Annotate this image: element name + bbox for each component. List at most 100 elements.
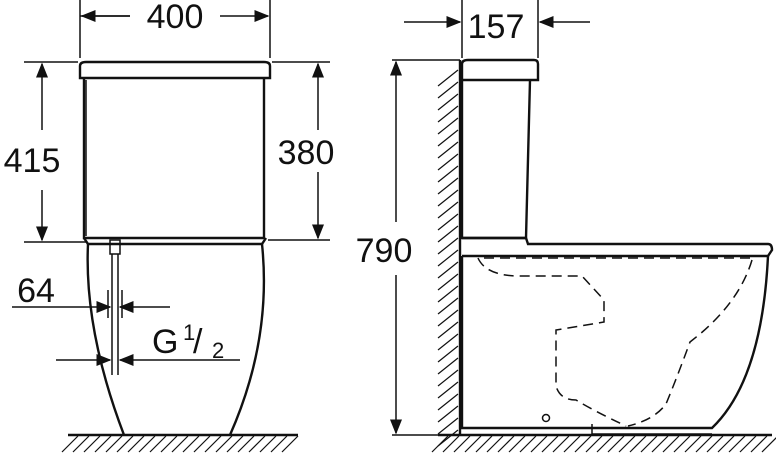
hatch-stroke: [607, 435, 625, 453]
hatch-stroke: [464, 435, 482, 453]
hatch-stroke: [431, 435, 449, 453]
hatch-stroke: [574, 435, 592, 453]
hatch-stroke: [437, 153, 459, 171]
cistern-body: [82, 78, 266, 240]
hatch-stroke: [204, 435, 222, 453]
hatch-stroke: [437, 273, 459, 291]
hatch-stroke: [437, 129, 459, 147]
hatch-stroke: [437, 141, 459, 159]
hatch-stroke: [437, 297, 459, 315]
dim-g-numerator: 1: [183, 320, 195, 345]
hatch-stroke: [182, 435, 200, 453]
hatch-stroke: [585, 435, 603, 453]
inlet-valve: [109, 239, 121, 255]
hatch-stroke: [237, 435, 255, 453]
hatch-stroke: [437, 321, 459, 339]
hatch-stroke: [437, 369, 459, 387]
hatch-stroke: [508, 435, 526, 453]
hatch-stroke: [248, 435, 266, 453]
hatch-stroke: [552, 435, 570, 453]
hatch-stroke: [437, 69, 459, 87]
hatch-stroke: [270, 435, 288, 453]
dim-400-label: 400: [147, 0, 204, 36]
dim-380-label: 380: [278, 134, 335, 172]
hatch-stroke: [618, 435, 636, 453]
hatch-stroke: [437, 309, 459, 327]
side-cistern-lid: [460, 58, 540, 82]
hatch-stroke: [437, 285, 459, 303]
hatch-stroke: [215, 435, 233, 453]
dim-415-label: 415: [4, 142, 61, 180]
hatch-stroke: [497, 435, 515, 453]
hatch-stroke: [259, 435, 277, 453]
hatch-stroke: [728, 435, 746, 453]
hatch-stroke: [193, 435, 211, 453]
hatch-stroke: [61, 435, 79, 453]
hatch-stroke: [437, 393, 459, 411]
hatch-stroke: [437, 261, 459, 279]
front-view: 400 415 380 64 G 1 / 2: [4, 0, 335, 453]
hatch-stroke: [437, 237, 459, 255]
side-bowl-back: [460, 256, 592, 430]
hatch-stroke: [105, 435, 123, 453]
hatch-stroke: [684, 435, 702, 453]
hatch-stroke: [761, 437, 776, 453]
hatch-stroke: [437, 189, 459, 207]
hatch-stroke: [541, 435, 559, 453]
hatch-stroke: [281, 435, 299, 453]
hatch-stroke: [750, 435, 768, 453]
hatch-stroke: [437, 105, 459, 123]
fixing-hole: [541, 413, 551, 423]
hatch-stroke: [673, 435, 691, 453]
hatch-stroke: [717, 435, 735, 453]
hatch-stroke: [437, 357, 459, 375]
hatch-stroke: [94, 435, 112, 453]
hatch-stroke: [437, 165, 459, 183]
hatch-stroke: [739, 435, 757, 453]
cistern-lid: [78, 60, 272, 80]
dim-g-prefix: G: [152, 323, 178, 361]
side-view: 157 790: [356, 0, 776, 453]
side-floor-hatch: [431, 435, 776, 453]
hatch-stroke: [640, 435, 658, 453]
hatch-stroke: [563, 435, 581, 453]
hatch-stroke: [530, 435, 548, 453]
trap-hidden-right: [627, 259, 753, 427]
hatch-stroke: [437, 249, 459, 267]
side-bowl-front: [592, 255, 770, 430]
seat-front: [83, 237, 267, 246]
hatch-stroke: [437, 201, 459, 219]
dim-64-label: 64: [17, 272, 55, 310]
hatch-stroke: [72, 435, 90, 453]
hatch-stroke: [437, 177, 459, 195]
hatch-stroke: [442, 435, 460, 453]
hatch-stroke: [116, 435, 134, 453]
hatch-stroke: [437, 81, 459, 99]
hatch-stroke: [171, 435, 189, 453]
hatch-stroke: [437, 117, 459, 135]
hatch-stroke: [437, 213, 459, 231]
hatch-stroke: [83, 435, 101, 453]
hatch-stroke: [596, 435, 614, 453]
hatch-stroke: [629, 435, 647, 453]
hatch-stroke: [695, 435, 713, 453]
hatch-stroke: [437, 333, 459, 351]
hatch-stroke: [706, 435, 724, 453]
trap-hidden-left: [477, 257, 627, 427]
side-foot: [591, 424, 712, 435]
hatch-stroke: [226, 435, 244, 453]
hatch-stroke: [138, 435, 156, 453]
hatch-stroke: [437, 93, 459, 111]
hatch-stroke: [662, 435, 680, 453]
pan-right: [228, 243, 266, 436]
dim-g-slash: /: [193, 323, 203, 361]
pan-left: [86, 243, 126, 436]
hatch-stroke: [127, 435, 145, 453]
hatch-stroke: [475, 435, 493, 453]
dim-g-denominator: 2: [212, 338, 224, 363]
hatch-stroke: [149, 435, 167, 453]
side-seat: [462, 236, 774, 258]
hatch-stroke: [437, 417, 459, 435]
hatch-stroke: [651, 435, 669, 453]
